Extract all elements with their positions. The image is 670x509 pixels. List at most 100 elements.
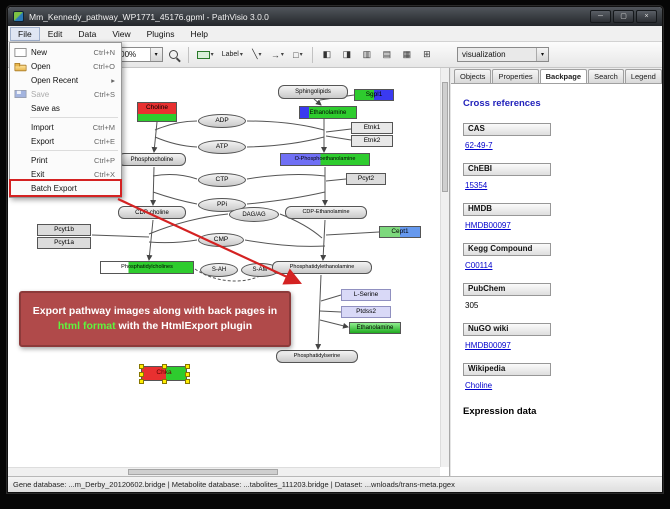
xref-link[interactable]: 62-49-7 [465, 141, 493, 150]
annotation-text-part: with the HtmlExport plugin [115, 320, 253, 332]
pathway-node-cept1[interactable]: Cept1 [379, 226, 421, 238]
pathway-node-adp[interactable]: ADP [198, 114, 246, 128]
canvas-vertical-scrollbar[interactable] [440, 68, 449, 467]
pathway-node-etnk2[interactable]: Etnk2 [351, 135, 393, 147]
pathway-node-ctp[interactable]: CTP [198, 173, 246, 187]
xref-header[interactable]: CAS [463, 123, 551, 136]
menubar-item-view[interactable]: View [112, 28, 131, 39]
selection-handle[interactable] [162, 364, 167, 369]
pathway-node-phosphatidylcholines[interactable]: Phosphatidylcholines [100, 261, 194, 274]
pathway-node-pcyt2[interactable]: Pcyt2 [346, 173, 386, 185]
xref-link[interactable]: C00114 [465, 261, 493, 270]
pathway-node-o-phosphoethanolamine[interactable]: O-Phosphoethanolamine [280, 153, 370, 166]
label-tool[interactable]: Label ▾ [219, 46, 246, 64]
scrollbar-thumb[interactable] [128, 469, 278, 475]
align-right-button[interactable]: ◨ [338, 46, 356, 64]
pathway-node-cmp[interactable]: CMP [198, 233, 244, 247]
file-menu-item-open-recent[interactable]: Open Recent▸ [11, 73, 120, 87]
selection-handle[interactable] [139, 364, 144, 369]
xref-header[interactable]: Kegg Compound [463, 243, 551, 256]
file-menu-item-batch-export[interactable]: Batch Export [9, 179, 122, 197]
pathway-node-phosphatidylethanolamine[interactable]: Phosphatidylethanolamine [272, 261, 372, 274]
pathway-node-dag-ag[interactable]: DAG/AG [229, 207, 279, 222]
xref-header[interactable]: Wikipedia [463, 363, 551, 376]
menu-item-label: Print [31, 155, 48, 165]
minimize-button[interactable]: ─ [590, 10, 611, 23]
titlebar[interactable]: Mm_Kennedy_pathway_WP1771_45176.gpml - P… [8, 7, 662, 26]
pathway-node-cdp-ethanolamine[interactable]: CDP-Ethanolamine [285, 206, 367, 219]
menubar-item-file[interactable]: File [10, 26, 40, 41]
tab-legend[interactable]: Legend [624, 69, 662, 83]
tab-backpage[interactable]: Backpage [539, 69, 588, 83]
line-tool[interactable]: ╲ ▾ [248, 46, 266, 64]
backpage-section: ChEBI 15354 [463, 163, 650, 203]
pathway-node-phosphocholine[interactable]: Phosphocholine [118, 153, 186, 166]
menu-item-label: Import [31, 122, 54, 132]
zoom-tool-button[interactable] [165, 46, 183, 64]
pathway-node-sphingolipids[interactable]: Sphingolipids [278, 85, 348, 99]
xref-link[interactable]: HMDB00097 [465, 341, 511, 350]
canvas-horizontal-scrollbar[interactable] [8, 467, 440, 476]
pathway-node-sgpl1[interactable]: Sgpl1 [354, 89, 394, 101]
pathway-node-cdp-choline[interactable]: CDP-choline [118, 206, 186, 219]
pathway-node-ethanolamine[interactable]: Ethanolamine [349, 322, 401, 334]
pathway-node-atp[interactable]: ATP [198, 140, 246, 154]
close-button[interactable]: × [636, 10, 657, 23]
xref-link[interactable]: Choline [465, 381, 493, 390]
xref-link[interactable]: 15354 [465, 181, 488, 190]
xref-header[interactable]: ChEBI [463, 163, 551, 176]
selection-handle[interactable] [139, 379, 144, 384]
selection-handle[interactable] [139, 371, 144, 377]
menubar-item-help[interactable]: Help [190, 28, 208, 39]
selection-handle[interactable] [185, 364, 190, 369]
tab-objects[interactable]: Objects [454, 69, 492, 83]
selection-handle[interactable] [185, 371, 190, 377]
tab-search[interactable]: Search [588, 69, 624, 83]
menubar-item-plugins[interactable]: Plugins [146, 28, 175, 39]
pathway-node-phosphatidylserine[interactable]: Phosphatidylserine [276, 350, 358, 363]
file-menu-item-save-as[interactable]: Save as [11, 101, 120, 115]
pathway-node-pcyt1b[interactable]: Pcyt1b [37, 224, 91, 236]
arrow-tool[interactable]: → ▾ [268, 46, 287, 64]
gene-datanode-tool[interactable]: ▾ [194, 46, 217, 64]
stack-button[interactable]: ▦ [398, 46, 416, 64]
maximize-button[interactable]: ▢ [613, 10, 634, 23]
align-left-button[interactable]: ◧ [318, 46, 336, 64]
grid-button[interactable]: ⊞ [418, 46, 436, 64]
pathway-node-chka[interactable]: Chka [139, 364, 190, 384]
xref-header[interactable]: PubChem [463, 283, 551, 296]
pathway-node-label: DAG/AG [242, 211, 266, 218]
menubar-item-data[interactable]: Data [78, 28, 97, 39]
pathway-node-s-ah[interactable]: S-AH [200, 263, 238, 277]
shape-tool[interactable]: □ ▾ [289, 46, 307, 64]
xref-header[interactable]: HMDB [463, 203, 551, 216]
menubar-item-edit[interactable]: Edit [47, 28, 63, 39]
visualization-combo[interactable]: visualization ▾ [457, 47, 549, 62]
pathway-node-choline[interactable]: Choline [137, 102, 177, 122]
xref-header[interactable]: NuGO wiki [463, 323, 551, 336]
pathway-node-l-serine[interactable]: L-Serine [341, 289, 391, 301]
selection-handle[interactable] [185, 379, 190, 384]
pathway-node-label: Pcyt1b [54, 225, 74, 233]
pathway-node-ethanolamine[interactable]: Ethanolamine [299, 106, 357, 119]
align-top-button[interactable]: ▥ [358, 46, 376, 64]
pathway-node-label: O-Phosphoethanolamine [294, 155, 356, 162]
scrollbar-thumb[interactable] [442, 82, 448, 192]
pathway-node-etnk1[interactable]: Etnk1 [351, 122, 393, 134]
tab-properties[interactable]: Properties [492, 69, 539, 83]
pathway-node-ptdss2[interactable]: Ptdss2 [341, 306, 391, 318]
pathway-node-pcyt1a[interactable]: Pcyt1a [37, 237, 91, 249]
distribute-button[interactable]: ▤ [378, 46, 396, 64]
xref-link[interactable]: HMDB00097 [465, 221, 511, 230]
selection-handle[interactable] [162, 379, 167, 384]
pathway-node-label: ATP [215, 142, 229, 150]
pathway-node-label: Pcyt1a [54, 238, 74, 246]
